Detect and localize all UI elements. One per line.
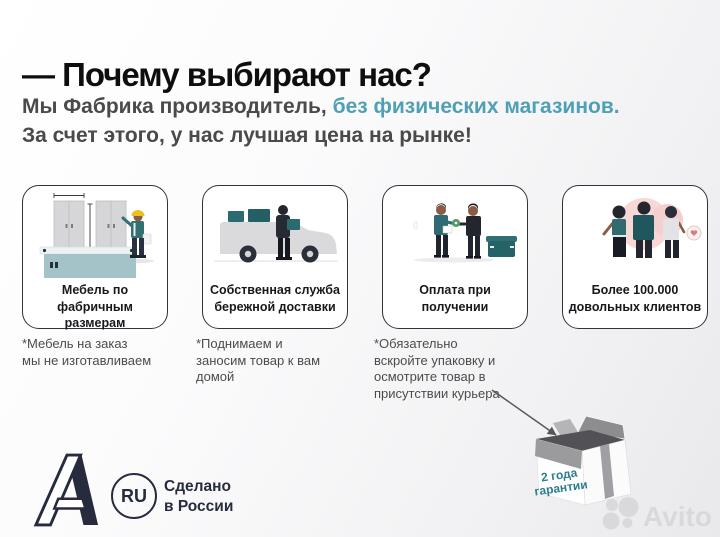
payment-on-delivery-illustration bbox=[386, 191, 524, 279]
card-label-line1: Оплата при bbox=[419, 283, 491, 297]
avito-watermark-label: Avito bbox=[643, 501, 712, 532]
footnote-line: *Мебель на заказ bbox=[22, 336, 128, 351]
footnote-line: вскройте упаковку и bbox=[374, 352, 496, 368]
footnote-line: *Обязательно bbox=[374, 336, 458, 351]
avito-logo-icon bbox=[602, 497, 639, 530]
card-label-line2: получении bbox=[421, 299, 489, 314]
footnote-carry-home: *Поднимаем и заносим товар к вам домой bbox=[196, 336, 320, 386]
card-label: Собственная служба бережной доставки bbox=[210, 282, 340, 315]
footnote-inspect-package: *Обязательно вскройте упаковку и осмотри… bbox=[374, 336, 500, 402]
feature-card-payment: Оплата при получении bbox=[382, 185, 528, 329]
footnote-line: присутствии курьера bbox=[374, 385, 500, 401]
card-label-line1: Мебель по фабричным bbox=[57, 283, 133, 314]
warranty-box-illustration: 2 года гарантии bbox=[533, 415, 632, 506]
warranty-line1: 2 года bbox=[540, 466, 578, 485]
feature-card-clients: Более 100.000 довольных клиентов bbox=[562, 185, 708, 329]
ru-badge-label: RU bbox=[121, 485, 147, 506]
card-label: Мебель по фабричным размерам bbox=[23, 282, 167, 332]
footnote-line: *Поднимаем и bbox=[196, 336, 283, 351]
made-in-line2: в России bbox=[164, 497, 234, 515]
footnote-custom-furniture: *Мебель на заказ мы не изготавливаем bbox=[22, 336, 151, 369]
card-label-line1: Собственная служба bbox=[210, 283, 340, 297]
subtitle-part1: Мы Фабрика производитель, bbox=[22, 95, 333, 118]
feature-card-delivery: Собственная служба бережной доставки bbox=[202, 185, 348, 329]
card-label-line1: Более 100.000 bbox=[591, 283, 679, 297]
footnote-line: осмотрите товар в bbox=[374, 369, 486, 384]
worker-measuring-furniture-illustration bbox=[26, 191, 164, 279]
footnote-line: заносим товар к вам bbox=[196, 352, 321, 368]
card-label: Более 100.000 довольных клиентов bbox=[569, 282, 702, 315]
footnote-line: мы не изготавливаем bbox=[22, 352, 152, 368]
card-label-line2: бережной доставки bbox=[214, 299, 336, 314]
card-label: Оплата при получении bbox=[419, 282, 491, 315]
made-in-line1: Сделано bbox=[164, 478, 231, 495]
card-label-line2: размерам bbox=[64, 316, 126, 330]
subtitle: Мы Фабрика производитель, без физических… bbox=[22, 92, 702, 150]
made-in-russia-label: Сделано в России bbox=[164, 477, 233, 516]
subtitle-line2: За счет этого, у нас лучшая цена на рынк… bbox=[22, 124, 472, 147]
card-label-line2: довольных клиентов bbox=[568, 299, 702, 314]
subtitle-accent: без физических магазинов. bbox=[332, 95, 620, 118]
footnote-line: домой bbox=[196, 369, 235, 384]
ru-circle-badge: RU bbox=[111, 473, 157, 519]
arrow-to-warranty-box-icon bbox=[491, 389, 557, 436]
feature-card-factory-sizes: Мебель по фабричным размерам bbox=[22, 185, 168, 332]
happy-clients-illustration bbox=[566, 191, 704, 279]
avito-watermark: Avito bbox=[602, 497, 712, 532]
delivery-van-illustration bbox=[206, 191, 344, 279]
letter-a-logo bbox=[33, 453, 99, 527]
page-title: — Почему выбирают нас? bbox=[22, 56, 432, 94]
